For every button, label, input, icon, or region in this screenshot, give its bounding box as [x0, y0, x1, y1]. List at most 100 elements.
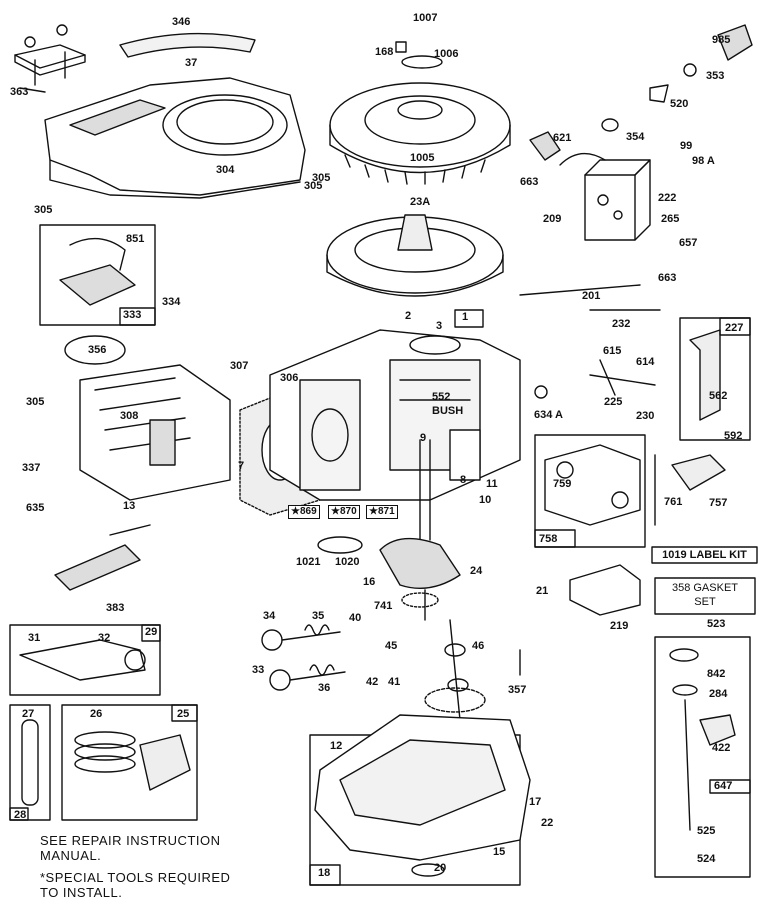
part-353 — [684, 64, 696, 76]
callout-label: 520 — [670, 98, 689, 110]
callout-label: 663 — [658, 272, 677, 284]
callout-label: 18 — [318, 867, 331, 879]
part-37-guard — [120, 34, 255, 57]
part-23a-plate — [327, 215, 503, 296]
callout-label: 985 — [712, 34, 731, 46]
callout-label: 36 — [318, 682, 331, 694]
callout-label: 363 — [10, 86, 29, 98]
callout-label: 28 — [14, 809, 27, 821]
callout-label: 757 — [709, 497, 728, 509]
callout-label: 615 — [603, 345, 622, 357]
callout-label: 657 — [679, 237, 698, 249]
part-741-gear — [402, 593, 438, 607]
part-227-box — [680, 318, 750, 440]
tools-note-line2: TO INSTALL. — [40, 885, 123, 900]
callout-label: 37 — [185, 57, 198, 69]
callout-label: 31 — [28, 632, 41, 644]
callout-label: 307 — [230, 360, 249, 372]
part-1005-flywheel — [330, 42, 510, 184]
callout-label: 225 — [604, 396, 623, 408]
part-383-tool — [55, 525, 150, 590]
callout-label: 346 — [172, 16, 191, 28]
part-8-breather — [450, 430, 480, 480]
part-201-link — [520, 285, 640, 295]
callout-label: 663 — [520, 176, 539, 188]
callout-label: 305 — [312, 172, 331, 184]
part-647-box — [655, 637, 750, 877]
callout-label: 337 — [22, 462, 41, 474]
valves — [262, 625, 345, 690]
part-985 — [718, 25, 752, 60]
part-222-bracket — [560, 154, 650, 240]
callout-label: 1007 — [413, 12, 438, 24]
callout-label: 842 — [707, 668, 726, 680]
callout-label: 759 — [553, 478, 572, 490]
callout-label: 634 A — [534, 409, 563, 421]
part-363-bracket — [15, 25, 85, 92]
callout-label: 3 — [436, 320, 443, 332]
part-333-box — [40, 225, 155, 325]
callout-label: 741 — [374, 600, 393, 612]
callout-label: 8 — [460, 474, 467, 486]
callout-label: 562 — [709, 390, 728, 402]
callout-label: 2 — [405, 310, 412, 322]
callout-label: 10 — [479, 494, 492, 506]
callout-label: 304 — [216, 164, 235, 176]
callout-label: BUSH — [432, 405, 464, 417]
callout-label: 422 — [712, 742, 731, 754]
callout-label: 333 — [123, 309, 142, 321]
callout-label: 353 — [706, 70, 725, 82]
repair-note-line2: MANUAL. — [40, 848, 102, 863]
callout-label: 17 — [529, 796, 542, 808]
repair-note-line1: SEE REPAIR INSTRUCTION — [40, 833, 221, 848]
callout-label: 621 — [553, 132, 572, 144]
callout-label: 524 — [697, 853, 716, 865]
engine-block — [270, 330, 520, 500]
label-kit-text: 1019 LABEL KIT — [662, 549, 747, 561]
callout-label: 23A — [410, 196, 431, 208]
callout-label: 209 — [543, 213, 562, 225]
callout-label: 758 — [539, 533, 558, 545]
part-308-head — [80, 365, 230, 500]
callout-label: 98 A — [692, 155, 715, 167]
part-28-box — [10, 705, 50, 820]
callout-label: 1021 — [296, 556, 321, 568]
callout-label: 22 — [541, 817, 554, 829]
gasket-set-box — [655, 578, 755, 614]
callout-label: 284 — [709, 688, 728, 700]
special-tool-tag: ★871 — [366, 505, 398, 519]
callout-label: 354 — [626, 131, 645, 143]
part-1020 — [318, 537, 362, 553]
callout-label: 308 — [120, 410, 139, 422]
callout-label: 12 — [330, 740, 343, 752]
callout-label: 26 — [90, 708, 103, 720]
tools-note-line1: *SPECIAL TOOLS REQUIRED — [40, 870, 231, 885]
callout-label: 592 — [724, 430, 743, 442]
callout-label: 11 — [486, 478, 498, 490]
callout-label: 13 — [123, 500, 136, 512]
callout-label: 16 — [363, 576, 376, 588]
gasket-set-line1: 358 GASKET — [671, 582, 739, 594]
callout-label: 9 — [420, 432, 427, 444]
special-tool-tag: ★869 — [288, 505, 320, 519]
part-520 — [650, 85, 668, 102]
callout-label: 168 — [375, 46, 394, 58]
callout-label: 1005 — [410, 152, 435, 164]
callout-label: 232 — [612, 318, 631, 330]
callout-label: 41 — [388, 676, 401, 688]
callout-label: 27 — [22, 708, 35, 720]
callout-label: 33 — [252, 664, 265, 676]
callout-label: 34 — [263, 610, 276, 622]
callout-label: 305 — [26, 396, 45, 408]
callout-label: 356 — [88, 344, 107, 356]
callout-label: 761 — [664, 496, 683, 508]
part-757 — [672, 455, 725, 490]
part-304-blower-housing — [45, 78, 305, 198]
part-16-crankshaft — [380, 440, 460, 620]
part-219-bracket — [570, 565, 640, 615]
callout-label: 851 — [126, 233, 145, 245]
callout-label: 647 — [714, 780, 733, 792]
callout-label: 99 — [680, 140, 693, 152]
part-25-box — [62, 705, 197, 820]
